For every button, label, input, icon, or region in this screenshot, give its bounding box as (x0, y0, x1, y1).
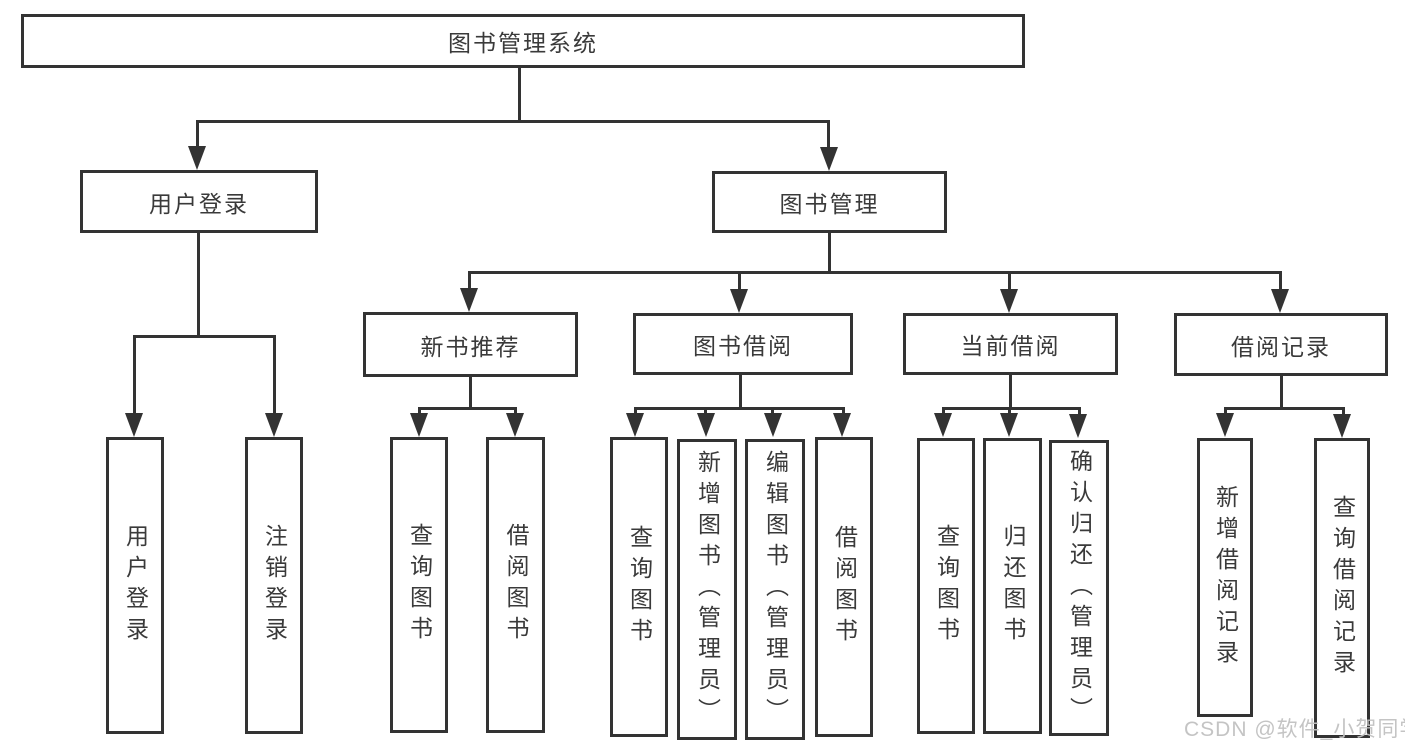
arrowhead (1000, 289, 1018, 313)
arrowhead (934, 413, 952, 437)
connector-line (1342, 407, 1345, 417)
arrowhead (1000, 413, 1018, 437)
leaf-add-books-admin-label: 新增图书（管理员） (694, 450, 721, 729)
connector-line (1008, 407, 1011, 417)
arrowhead (1216, 413, 1234, 437)
connector-line (634, 407, 845, 410)
arrowhead (506, 413, 524, 437)
arrowhead (764, 413, 782, 437)
connector-line (1078, 407, 1081, 417)
node-current-borrow: 当前借阅 (903, 313, 1118, 375)
leaf-borrow-books: 借阅图书 (486, 437, 545, 733)
leaf-logout-label: 注销登录 (261, 523, 288, 648)
leaf-confirm-return-admin-label: 确认归还（管理员） (1066, 448, 1093, 728)
leaf-add-borrow-record-label: 新增借阅记录 (1212, 484, 1239, 671)
connector-line (827, 120, 830, 150)
arrowhead (265, 413, 283, 437)
leaf-borrow-books-2-label: 借阅图书 (831, 525, 858, 649)
leaf-query-books: 查询图书 (390, 437, 448, 733)
arrowhead (1069, 414, 1087, 438)
node-user-login-label: 用户登录 (149, 190, 249, 217)
leaf-query-books-3-label: 查询图书 (933, 524, 960, 648)
connector-line (468, 271, 1282, 274)
connector-line (469, 377, 472, 410)
leaf-query-borrow-record: 查询借阅记录 (1314, 438, 1370, 738)
node-library-system: 图书管理系统 (21, 14, 1025, 68)
connector-line (1280, 376, 1283, 410)
arrowhead (730, 289, 748, 313)
leaf-add-books-admin: 新增图书（管理员） (677, 439, 737, 740)
leaf-query-books-label: 查询图书 (406, 523, 433, 647)
leaf-user-login-label: 用户登录 (122, 523, 149, 648)
arrowhead (833, 413, 851, 437)
arrowhead (626, 413, 644, 437)
leaf-query-books-2-label: 查询图书 (626, 525, 653, 649)
connector-line (133, 335, 276, 338)
connector-line (738, 271, 741, 293)
node-new-book-recommend-label: 新书推荐 (420, 333, 521, 360)
node-book-borrow-label: 图书借阅 (693, 333, 793, 359)
connector-line (196, 120, 830, 123)
node-library-system-label: 图书管理系统 (448, 30, 598, 56)
connector-line (739, 375, 742, 410)
connector-line (133, 335, 136, 415)
connector-line (842, 407, 845, 417)
leaf-query-books-3: 查询图书 (917, 438, 975, 734)
connector-line (1224, 407, 1227, 417)
connector-line (418, 407, 517, 410)
leaf-borrow-books-2: 借阅图书 (815, 437, 873, 737)
connector-line (418, 407, 421, 417)
connector-line (942, 407, 1081, 410)
arrowhead (1271, 289, 1289, 313)
leaf-logout: 注销登录 (245, 437, 303, 734)
connector-line (1224, 407, 1345, 410)
connector-line (1008, 271, 1011, 293)
leaf-add-borrow-record: 新增借阅记录 (1197, 438, 1253, 717)
node-current-borrow-label: 当前借阅 (960, 333, 1061, 359)
connector-line (514, 407, 517, 417)
node-borrow-records-label: 借阅记录 (1231, 333, 1331, 360)
connector-line (942, 407, 945, 417)
connector-line (828, 233, 831, 274)
arrowhead (125, 413, 143, 437)
leaf-query-books-2: 查询图书 (610, 437, 668, 737)
arrowhead (460, 288, 478, 312)
connector-line (468, 271, 471, 293)
leaf-return-books-label: 归还图书 (1000, 524, 1026, 648)
csdn-watermark: CSDN @软件_小贺同学 (1184, 718, 1405, 741)
arrowhead (410, 413, 428, 437)
connector-line (273, 335, 276, 415)
node-book-borrow: 图书借阅 (633, 313, 853, 375)
leaf-confirm-return-admin: 确认归还（管理员） (1049, 440, 1109, 736)
leaf-edit-books-admin-label: 编辑图书（管理员） (762, 450, 789, 729)
connector-line (704, 407, 707, 417)
node-new-book-recommend: 新书推荐 (363, 312, 578, 377)
leaf-return-books: 归还图书 (983, 438, 1042, 734)
connector-line (518, 68, 521, 120)
node-user-login: 用户登录 (80, 170, 318, 233)
connector-line (1279, 271, 1282, 293)
arrowhead (697, 413, 715, 437)
arrowhead (1333, 414, 1351, 438)
connector-line (196, 120, 199, 150)
leaf-edit-books-admin: 编辑图书（管理员） (745, 439, 805, 740)
arrowhead (188, 146, 206, 170)
connector-line (771, 407, 774, 417)
node-book-management: 图书管理 (712, 171, 947, 233)
arrowhead (820, 147, 838, 171)
node-borrow-records: 借阅记录 (1174, 313, 1388, 376)
connector-line (197, 233, 200, 335)
leaf-borrow-books-label: 借阅图书 (503, 523, 529, 647)
connector-line (1009, 375, 1012, 410)
node-book-management-label: 图书管理 (779, 191, 880, 217)
leaf-user-login: 用户登录 (106, 437, 164, 734)
leaf-query-borrow-record-label: 查询借阅记录 (1329, 495, 1356, 681)
connector-line (634, 407, 637, 417)
